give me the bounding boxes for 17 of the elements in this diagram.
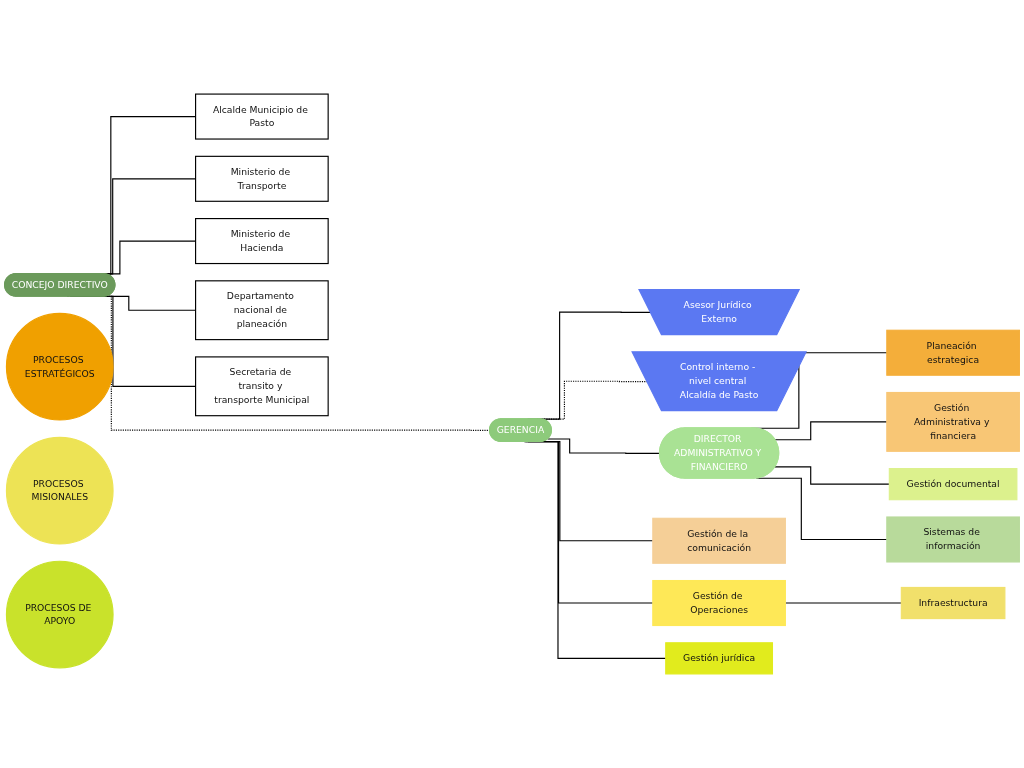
node-box: Gestión jurídica <box>665 642 774 675</box>
node-circle: PROCESOS DE APOYO <box>5 560 114 669</box>
node-box: Gestión de la comunicación <box>652 517 786 564</box>
node-box: Gestión documental <box>888 468 1018 501</box>
node-box: Departamento nacional de planeación <box>195 280 329 341</box>
node-box: Gestión Administrativa y financiera <box>886 391 1020 452</box>
node-box: Infraestructura <box>900 586 1006 620</box>
node-box: Sistemas de información <box>886 516 1020 563</box>
node-box: Planeación estrategica <box>886 329 1020 376</box>
node-circle: PROCESOS MISIONALES <box>5 436 114 545</box>
node-box: Gestión de Operaciones <box>652 579 786 627</box>
node-box: Secretaria de transito y transporte Municipal <box>195 356 329 417</box>
connector <box>774 466 890 485</box>
node-box: Ministerio de Hacienda <box>195 218 329 265</box>
node-box: Ministerio de Transporte <box>195 155 329 202</box>
node-circle: PROCESOS ESTRATÉGICOS <box>5 312 114 421</box>
node-box: Alcalde Municipio de Pasto <box>195 93 329 140</box>
